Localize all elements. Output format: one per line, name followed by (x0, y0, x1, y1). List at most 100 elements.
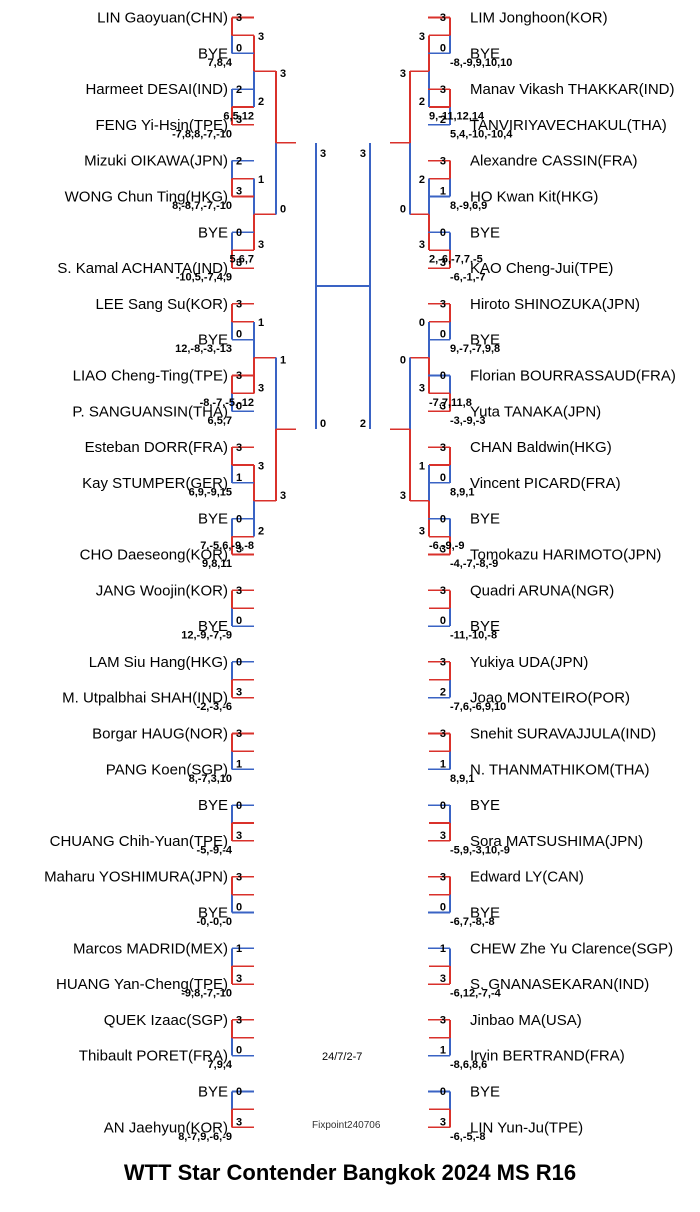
left-r1-score-bottom: 0 (236, 615, 242, 627)
right-r1-score-bottom: 0 (440, 902, 446, 914)
left-r1-score-bottom: 0 (236, 329, 242, 341)
left-player-name: LEE Sang Su(KOR) (95, 296, 228, 313)
left-r1-set-detail: -2,-3,-6 (197, 701, 232, 713)
left-r1-set-detail: 12,-9,-7,-9 (181, 630, 232, 642)
right-r1-score-bottom: 3 (440, 973, 446, 985)
left-r1-score-bottom: 1 (236, 758, 242, 770)
right-r1-score-top: 1 (440, 943, 446, 955)
right-r1-set-detail: -5,9,-3,10,-9 (450, 844, 510, 856)
left-player-name: BYE (198, 618, 228, 635)
right-r1-set-detail: 9,-7,-7,9,8 (450, 343, 500, 355)
left-r1-set-detail: -5,-9,-4 (197, 844, 233, 856)
right-r1-set-detail: 8,9,1 (450, 773, 474, 785)
right-player-name: Yuta TANAKA(JPN) (470, 403, 601, 420)
right-r2-score-bottom: 2 (419, 96, 425, 108)
right-r2-set-detail: 2,-6,-7,7,-5 (429, 254, 483, 266)
left-r1-score-bottom: 3 (236, 973, 242, 985)
right-player-name: Alexandre CASSIN(FRA) (470, 153, 638, 170)
left-r1-set-detail: 7,8,4 (208, 57, 233, 69)
left-r1-set-detail: 9,8,11 (202, 558, 232, 570)
right-r1-set-detail: -11,-10,-8 (450, 630, 497, 642)
left-player-name: PANG Koen(SGP) (106, 761, 228, 778)
left-r2-set-detail: 7,-5,6,-9,-8 (200, 540, 254, 552)
left-r1-score-bottom: 0 (236, 400, 242, 412)
right-player-name: Manav Vikash THAKKAR(IND) (470, 81, 675, 98)
right-r1-score-bottom: 3 (440, 400, 446, 412)
right-r2-score-bottom: 3 (419, 239, 425, 251)
right-player-name: CHEW Zhe Yu Clarence(SGP) (470, 940, 673, 957)
left-r1-score-top: 3 (236, 585, 242, 597)
right-player-name: LIM Jonghoon(KOR) (470, 10, 608, 27)
left-player-name: LIN Gaoyuan(CHN) (97, 10, 228, 27)
left-r1-set-detail: 8,-7,9,-6,-9 (178, 1131, 232, 1143)
left-r1-score-bottom: 3 (236, 257, 242, 269)
right-r1-score-bottom: 2 (440, 687, 446, 699)
right-r3-score-top: 0 (400, 354, 406, 366)
left-r2-score-bottom: 3 (258, 382, 264, 394)
right-player-name: N. THANMATHIKOM(THA) (470, 761, 649, 778)
right-r2-set-detail: -6,-9,-9 (429, 540, 464, 552)
right-player-name: BYE (470, 1084, 500, 1101)
left-player-name: HUANG Yan-Cheng(TPE) (56, 976, 228, 993)
right-player-name: HO Kwan Kit(HKG) (470, 189, 598, 206)
right-r1-score-top: 3 (440, 585, 446, 597)
right-r1-score-bottom: 0 (440, 329, 446, 341)
left-r2-score-top: 3 (258, 460, 264, 472)
right-r1-set-detail: -6,12,-7,-4 (450, 988, 502, 1000)
left-player-name: BYE (198, 511, 228, 528)
right-r1-score-top: 3 (440, 155, 446, 167)
right-r1-set-detail: -6,7,-8,-8 (450, 916, 495, 928)
right-r1-score-bottom: 1 (440, 1045, 446, 1057)
right-r1-score-top: 0 (440, 1086, 446, 1098)
left-r3-score-top: 3 (280, 68, 286, 80)
right-player-name: Snehit SURAVAJJULA(IND) (470, 726, 656, 743)
left-r1-set-detail: 8,-8,7,-7,-10 (172, 200, 232, 212)
left-r1-set-detail: 6,9,-9,15 (189, 486, 232, 498)
right-r2-set-detail: -7,7,11,8 (429, 397, 472, 409)
right-r2-score-top: 3 (419, 31, 425, 43)
left-r1-score-bottom: 3 (236, 1116, 242, 1128)
left-r1-set-detail: 8,-7,3,10 (189, 773, 232, 785)
left-r1-set-detail: 6,5,7 (208, 415, 232, 427)
left-r1-score-top: 3 (236, 12, 242, 24)
right-r1-set-detail: -4,-7,-8,-9 (450, 558, 498, 570)
right-r1-score-top: 3 (440, 12, 446, 24)
right-r1-score-bottom: 0 (440, 42, 446, 54)
right-r1-score-top: 3 (440, 84, 446, 96)
left-player-name: P. SANGUANSIN(THA) (72, 403, 228, 420)
left-r1-score-top: 0 (236, 513, 242, 525)
right-r2-score-top: 2 (419, 174, 425, 186)
right-r1-score-top: 0 (440, 370, 446, 382)
left-r1-score-bottom: 3 (236, 186, 242, 198)
left-r1-score-top: 0 (236, 800, 242, 812)
right-r3-score-bottom: 3 (400, 490, 406, 502)
left-r1-score-bottom: 0 (236, 42, 242, 54)
right-player-name: Hiroto SHINOZUKA(JPN) (470, 296, 640, 313)
left-r1-score-bottom: 3 (236, 687, 242, 699)
right-r1-score-top: 3 (440, 299, 446, 311)
left-r3-score-top: 1 (280, 354, 286, 366)
right-player-name: Vincent PICARD(FRA) (470, 475, 621, 492)
right-player-name: Quadri ARUNA(NGR) (470, 582, 614, 599)
right-r1-set-detail: -7,6,-6,9,10 (450, 701, 506, 713)
right-r1-score-bottom: 2 (440, 114, 446, 126)
left-r1-score-top: 0 (236, 227, 242, 239)
left-player-name: Harmeet DESAI(IND) (85, 81, 228, 98)
left-player-name: S. Kamal ACHANTA(IND) (57, 260, 228, 277)
page-title: WTT Star Contender Bangkok 2024 MS R16 (123, 1160, 577, 1185)
left-r3-score-bottom: 3 (280, 490, 286, 502)
right-r2-score-bottom: 3 (419, 526, 425, 538)
right-player-name: Irvin BERTRAND(FRA) (470, 1048, 625, 1065)
right-r1-score-top: 0 (440, 513, 446, 525)
date-note: 24/7/2-7 (322, 1051, 362, 1063)
left-r1-score-top: 2 (236, 84, 242, 96)
right-player-name: BYE (470, 905, 500, 922)
right-player-name: Joao MONTEIRO(POR) (470, 690, 630, 707)
right-r1-score-bottom: 1 (440, 758, 446, 770)
right-player-name: BYE (470, 797, 500, 814)
right-r1-score-top: 0 (440, 800, 446, 812)
right-player-name: KAO Cheng-Jui(TPE) (470, 260, 613, 277)
right-r4-score-bottom: 2 (360, 418, 366, 430)
bracket-lines (231, 16, 451, 1129)
